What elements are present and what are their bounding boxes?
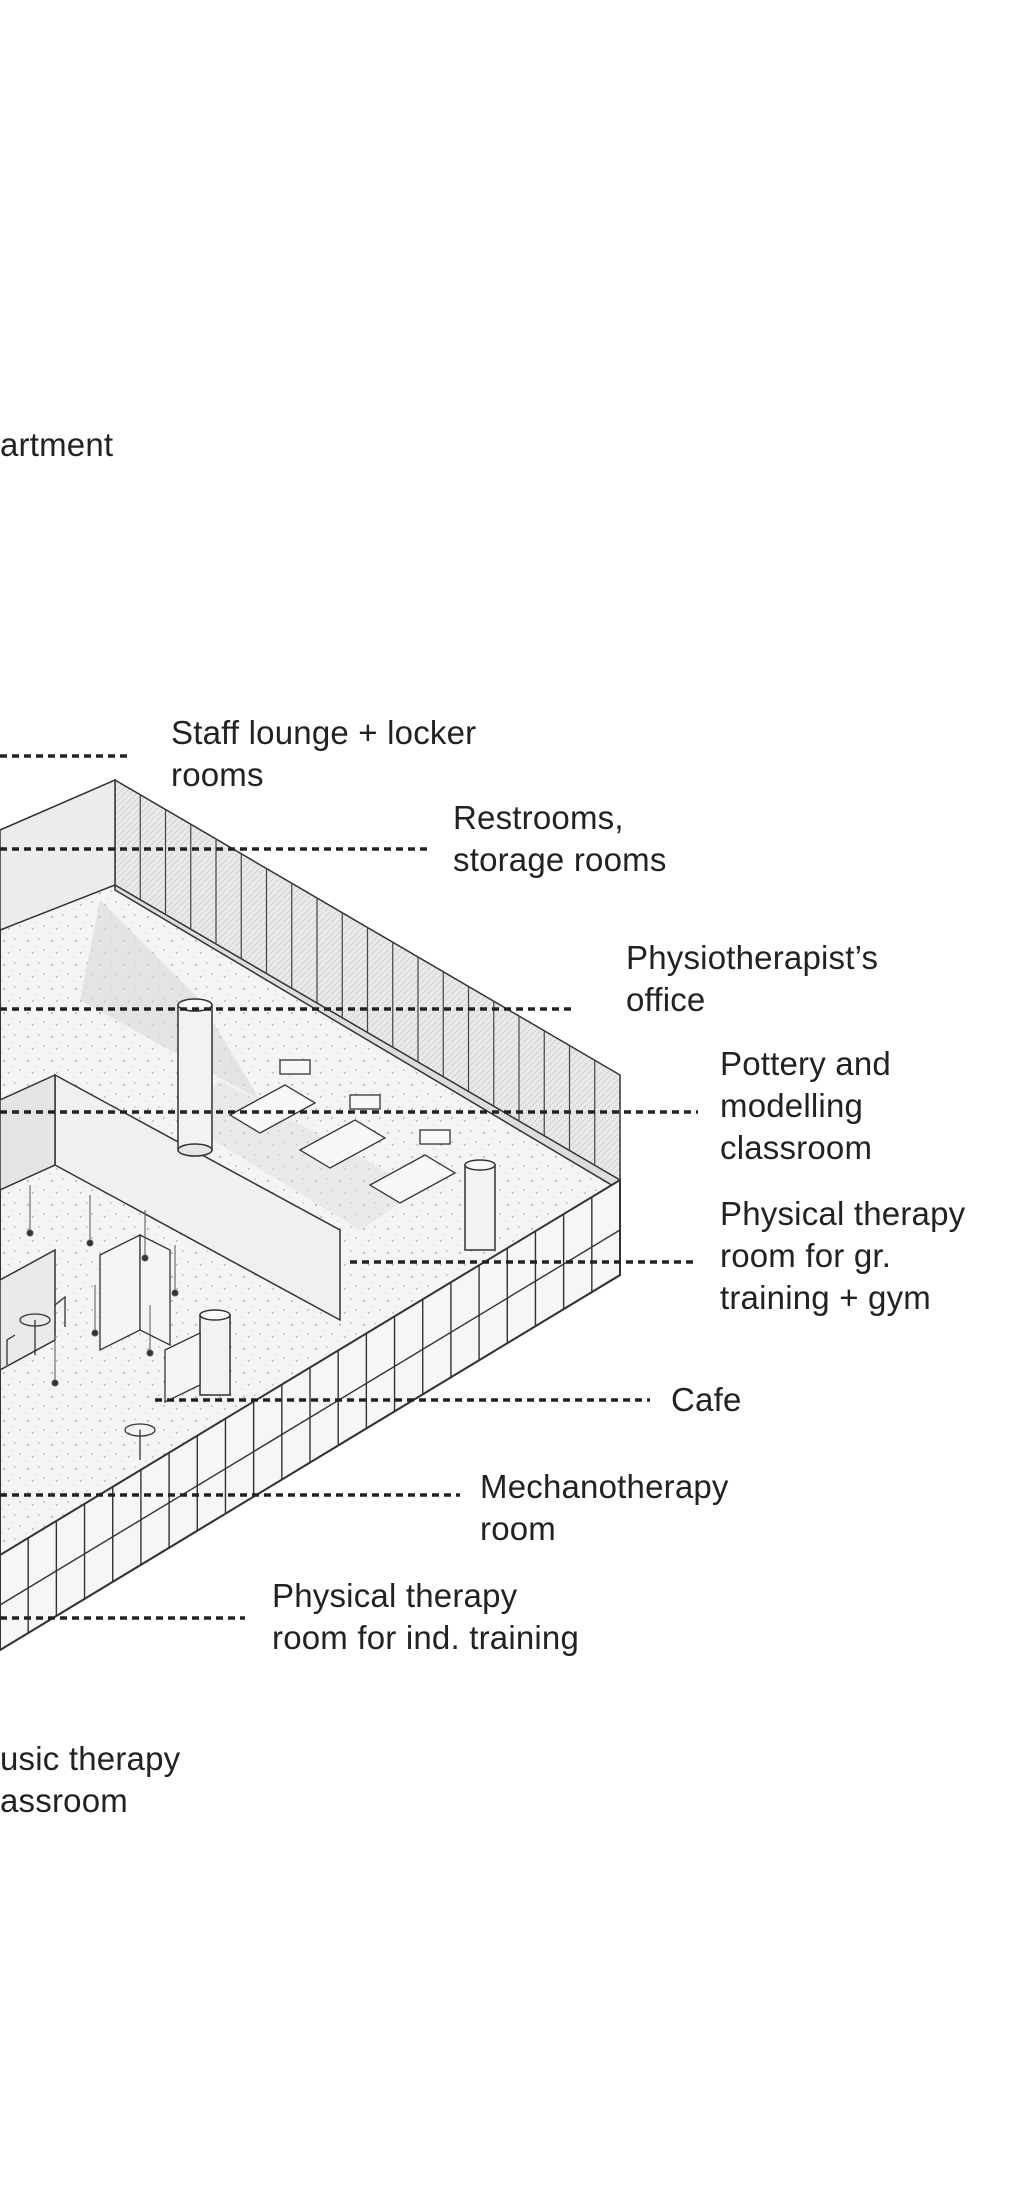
label-cafe: Cafe [671, 1381, 742, 1418]
cafe-cabinets [99, 1233, 201, 1404]
transom [0, 1229, 621, 1606]
pendant-lamp [171, 1289, 179, 1297]
label-pottery-classroom: Pottery and modelling classroom [720, 1045, 891, 1166]
treadmill-console [279, 1059, 311, 1075]
label-mechanotherapy: Mechanotherapy room [480, 1468, 729, 1547]
cafe-furniture [6, 1295, 156, 1460]
pendant-lamp [141, 1254, 149, 1262]
front-mullions [0, 1180, 621, 1650]
column [199, 1309, 231, 1396]
pendant-lamp [26, 1229, 34, 1237]
treadmill-console [349, 1094, 381, 1110]
treadmill-console [419, 1129, 451, 1145]
pendant-lights [26, 1185, 179, 1387]
pendant-lamp [86, 1239, 94, 1247]
leader-lines [0, 754, 698, 1620]
back-mullions [114, 780, 621, 1180]
pendant-lamp [146, 1349, 154, 1357]
treadmill [298, 1119, 387, 1169]
pendant-lamp [91, 1329, 99, 1337]
column [464, 1159, 496, 1251]
label-pt-individual-training: Physical therapy room for ind. training [272, 1577, 580, 1656]
shadow [80, 900, 260, 1100]
partition-divider [0, 1073, 56, 1191]
treadmill [368, 1154, 457, 1204]
treadmill-row [228, 1059, 457, 1204]
label-physiotherapist-office: Physiotherapist’s office [626, 939, 879, 1018]
label-staff-lounge: Staff lounge + locker rooms [171, 714, 477, 793]
label-music-therapy: usic therapy assroom [0, 1740, 181, 1819]
label-pt-group-training: Physical therapy room for gr. training +… [720, 1195, 966, 1316]
pendant-lamp [51, 1379, 59, 1387]
treadmill [228, 1084, 317, 1134]
column [177, 998, 213, 1157]
label-apartment: artment [0, 426, 114, 463]
label-restrooms: Restrooms, storage rooms [453, 799, 667, 878]
partition-mechano [0, 1248, 56, 1371]
